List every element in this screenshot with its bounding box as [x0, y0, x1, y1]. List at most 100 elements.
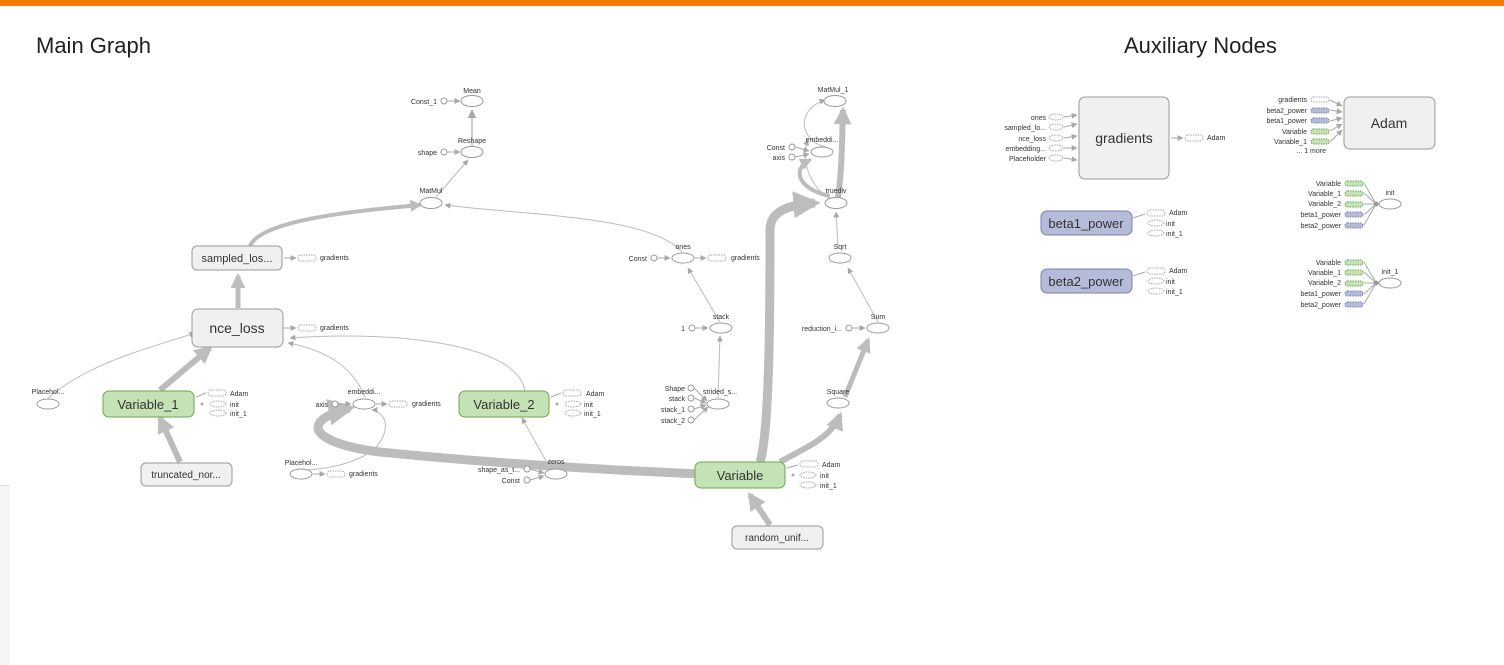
node-sqrt[interactable]: Sqrt [828, 244, 852, 264]
node-stack-one[interactable]: 1 [681, 324, 709, 333]
node-variable-2[interactable]: Variable_2 [458, 390, 550, 418]
svg-text:1: 1 [681, 326, 685, 333]
node-ones-gradients[interactable]: gradients [695, 254, 760, 262]
node-strided-slice[interactable]: strided_s... [703, 389, 737, 410]
node-variable-1-outputs[interactable]: Adam init init_1 [195, 389, 248, 418]
svg-text:beta1_power: beta1_power [1048, 216, 1124, 231]
svg-text:Variable_2: Variable_2 [1308, 280, 1341, 287]
node-sampled-loss[interactable]: sampled_los... [191, 245, 283, 271]
svg-text:Variable: Variable [1316, 181, 1341, 188]
node-shape[interactable]: shape [418, 148, 461, 157]
svg-text:init: init [230, 402, 239, 409]
svg-text:beta2_power: beta2_power [1301, 302, 1342, 309]
node-sum[interactable]: Sum [866, 314, 890, 334]
aux-node-beta2-power[interactable]: beta2_power [1040, 268, 1133, 294]
node-placeholder-2[interactable]: Placehol... [285, 460, 318, 480]
svg-text:init_1: init_1 [820, 483, 837, 490]
node-variable-outputs[interactable]: Adam init init_1 [786, 460, 840, 490]
node-matmul-1[interactable]: MatMul_1 [818, 87, 849, 107]
node-variable[interactable]: Variable [694, 461, 786, 489]
svg-text:Placehol...: Placehol... [32, 389, 65, 396]
aux-node-init-1[interactable]: init_1 [1373, 269, 1402, 289]
node-embedding-left-gradients[interactable]: gradients [376, 400, 441, 408]
node-strided-inputs[interactable]: Shape stack stack_1 stack_2 [661, 384, 709, 425]
node-sampled-loss-gradients[interactable]: gradients [284, 254, 349, 262]
svg-text:zeros: zeros [547, 459, 565, 466]
node-zeros[interactable]: zeros [544, 459, 568, 480]
svg-text:Adam: Adam [1169, 210, 1187, 217]
svg-text:init_1: init_1 [230, 411, 247, 418]
node-axis-left[interactable]: axis [316, 400, 352, 409]
svg-text:Const: Const [629, 256, 647, 263]
node-nce-loss-gradients[interactable]: gradients [284, 324, 349, 332]
svg-text:Mean: Mean [463, 88, 481, 95]
svg-text:Variable_1: Variable_1 [1308, 191, 1341, 198]
aux-node-init[interactable]: init [1373, 190, 1402, 210]
svg-text:gradients: gradients [320, 325, 349, 332]
svg-text:... 1 more: ... 1 more [1296, 148, 1326, 155]
node-embedding-right-inputs[interactable]: Const axis [767, 143, 810, 162]
node-embedding-lookup-left[interactable]: embeddi... [348, 389, 381, 410]
node-reshape[interactable]: Reshape [458, 138, 486, 158]
node-const-1[interactable]: Const_1 [411, 97, 461, 106]
svg-text:stack_1: stack_1 [661, 407, 685, 414]
svg-text:stack: stack [669, 396, 686, 403]
svg-text:beta2_power: beta2_power [1301, 223, 1342, 230]
svg-text:init: init [584, 402, 593, 409]
svg-text:init_1: init_1 [1166, 231, 1183, 238]
aux-adam-inputs[interactable]: gradients beta2_power beta1_power Variab… [1267, 96, 1343, 155]
node-shape-as-tensor[interactable]: shape_as_t... [478, 465, 545, 475]
node-mean[interactable]: Mean [460, 88, 484, 107]
svg-text:Variable_1: Variable_1 [1308, 270, 1341, 277]
svg-text:embeddi...: embeddi... [348, 389, 381, 396]
node-variable-2-outputs[interactable]: Adam init init_1 [550, 389, 604, 418]
svg-text:random_unif...: random_unif... [745, 533, 809, 544]
svg-text:init: init [1166, 221, 1175, 228]
aux-init-inputs[interactable]: Variable Variable_1 Variable_2 beta1_pow… [1301, 180, 1376, 230]
node-ones-const[interactable]: Const [629, 254, 671, 263]
svg-text:beta2_power: beta2_power [1048, 274, 1124, 289]
aux-node-gradients[interactable]: gradients [1078, 96, 1170, 180]
top-accent-bar [0, 0, 1504, 6]
node-ones[interactable]: ones [671, 244, 695, 264]
node-reduction-indices[interactable]: reduction_i... [802, 324, 866, 333]
svg-text:axis: axis [773, 155, 786, 162]
node-embedding-lookup-right[interactable]: embeddi... [806, 137, 839, 158]
svg-text:gradients: gradients [412, 401, 441, 408]
svg-text:gradients: gradients [731, 255, 760, 262]
svg-text:Placehol...: Placehol... [285, 460, 318, 467]
svg-text:Adam: Adam [822, 462, 840, 469]
aux-gradients-inputs[interactable]: ones sampled_lo... nce_loss embedding...… [1004, 112, 1078, 163]
svg-text:init: init [1386, 190, 1395, 197]
main-edges [47, 98, 879, 527]
svg-text:stack: stack [713, 314, 730, 321]
svg-text:Adam: Adam [230, 391, 248, 398]
aux-gradients-output[interactable]: Adam [1171, 134, 1225, 142]
aux-beta1-outputs[interactable]: Adam init init_1 [1132, 209, 1187, 238]
node-stack[interactable]: stack [709, 314, 733, 334]
node-placeholder-1[interactable]: Placehol... [32, 389, 65, 410]
node-random-uniform[interactable]: random_unif... [731, 525, 824, 550]
node-truediv[interactable]: truediv [824, 188, 848, 209]
node-truncated-normal[interactable]: truncated_nor... [140, 462, 233, 487]
svg-text:embedding...: embedding... [1006, 146, 1047, 153]
node-nce-loss[interactable]: nce_loss [191, 308, 284, 348]
aux-beta2-outputs[interactable]: Adam init init_1 [1132, 267, 1187, 296]
aux-init-1-inputs[interactable]: Variable Variable_1 Variable_2 beta1_pow… [1301, 259, 1376, 309]
svg-text:Const_1: Const_1 [411, 99, 437, 106]
svg-text:Variable_2: Variable_2 [1308, 201, 1341, 208]
node-square[interactable]: Square [826, 389, 850, 409]
node-placeholder-2-gradients[interactable]: gradients [313, 470, 378, 478]
aux-node-beta1-power[interactable]: beta1_power [1040, 210, 1133, 236]
svg-text:Adam: Adam [586, 391, 604, 398]
svg-text:init_1: init_1 [584, 411, 601, 418]
node-matmul[interactable]: MatMul [419, 188, 443, 209]
aux-node-adam[interactable]: Adam [1343, 96, 1436, 150]
svg-text:Variable: Variable [717, 468, 764, 483]
node-zeros-const[interactable]: Const [502, 474, 545, 485]
node-variable-1[interactable]: Variable_1 [102, 390, 195, 418]
svg-text:reduction_i...: reduction_i... [802, 326, 842, 333]
svg-text:shape: shape [418, 150, 437, 157]
auxiliary-nodes-title: Auxiliary Nodes [1124, 33, 1277, 58]
